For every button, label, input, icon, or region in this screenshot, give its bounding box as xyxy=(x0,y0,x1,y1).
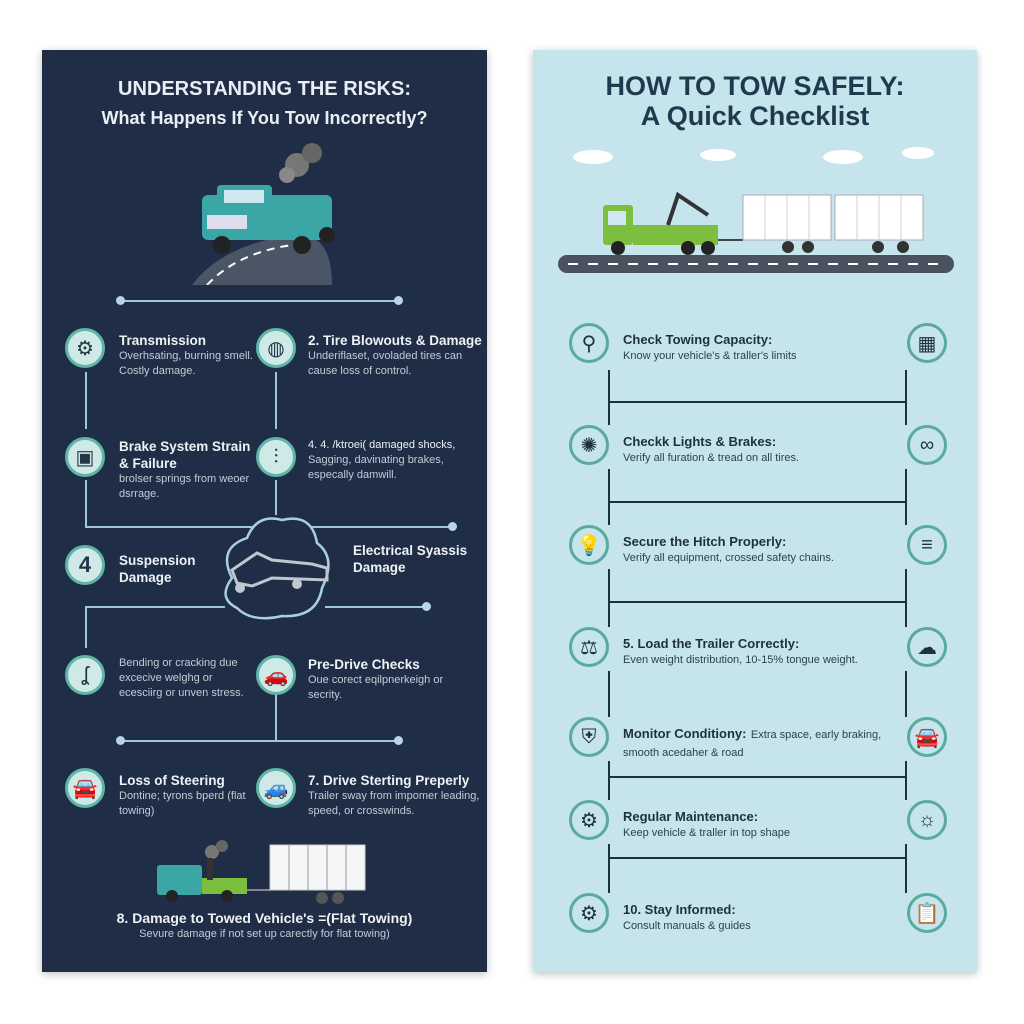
gear-wrench-icon: ⚙ xyxy=(569,800,609,840)
item-title: 7. Drive Sterting Preperly xyxy=(308,773,470,788)
checklist-item-title: 5. Load the Trailer Correctly: xyxy=(623,636,800,651)
shock-absorber-icon: ⫶ xyxy=(256,437,296,477)
car-front-icon: 🚘 xyxy=(907,717,947,757)
checklist-item-desc: Keep vehicle & traller in top shape xyxy=(623,827,790,839)
gear-icon: ⚙ xyxy=(569,893,609,933)
checklist-item-title: Regular Maintenance: xyxy=(623,809,759,824)
checklist-item-title: Monitor Conditiony: xyxy=(623,726,747,741)
connector-line xyxy=(85,372,87,429)
item-title: 2. Tire Blowouts & Damage xyxy=(308,333,482,348)
connector-line xyxy=(275,480,277,515)
connector-line xyxy=(275,690,277,740)
clipboard-icon: 📋 xyxy=(907,893,947,933)
car-icon: 🚘 xyxy=(65,768,105,808)
chassis-cloud-illustration xyxy=(224,517,330,620)
connector-dot xyxy=(448,522,457,531)
checklist-row: ⚖ 5. Load the Trailer Correctly: Even we… xyxy=(533,627,977,671)
gear-icon: ⚙ xyxy=(65,328,105,368)
ladder-rung xyxy=(608,601,907,603)
connector-line xyxy=(85,606,225,608)
checklist-item-title: 10. Stay Informed: xyxy=(623,902,736,917)
sun-icon: ☼ xyxy=(907,800,947,840)
checklist-row: ⚙ 10. Stay Informed: Consult manuals & g… xyxy=(533,893,977,937)
connector-dot xyxy=(116,296,125,305)
tire-icon: ◍ xyxy=(256,328,296,368)
ladder-rung xyxy=(608,401,907,403)
wheel-icon: ✺ xyxy=(569,425,609,465)
connector-dot xyxy=(116,736,125,745)
checklist-item-desc: Know your vehicle's & traller's limits xyxy=(623,350,797,362)
item-title: Suspension Damage xyxy=(119,553,196,585)
item-title: Transmission xyxy=(119,333,207,348)
checklist-item-desc: Even weight distribution, 10-15% tongue … xyxy=(623,654,858,666)
checklist-subtitle: A Quick Checklist xyxy=(640,101,870,131)
item-title: 4. 4. /ktroei( damaged shocks, xyxy=(308,439,456,451)
connector-dot xyxy=(394,296,403,305)
checklist-item-desc: Verify all equipment, crossed safety cha… xyxy=(623,552,834,564)
lightbulb-icon: 💡 xyxy=(569,525,609,565)
connector-dot xyxy=(422,602,431,611)
connector-line xyxy=(275,372,277,429)
chain-icon: ∞ xyxy=(907,425,947,465)
checklist-item-title: Checkk Lights & Brakes: xyxy=(623,434,777,449)
item-desc: Bending or cracking due excecive welghg … xyxy=(119,657,244,699)
building-icon: ▦ xyxy=(907,323,947,363)
checklist-title: HOW TO TOW SAFELY: xyxy=(605,71,905,101)
footer-title: 8. Damage to Towed Vehicle's =(Flat Towi… xyxy=(116,910,413,926)
checklist-row: ⚙ Regular Maintenance: Keep vehicle & tr… xyxy=(533,800,977,844)
ladder-rung xyxy=(608,776,907,778)
risks-panel: UNDERSTANDING THE RISKS: What Happens If… xyxy=(42,50,487,972)
car-trailer-icon: 🚙 xyxy=(256,768,296,808)
checklist-item-desc: Consult manuals & guides xyxy=(623,920,751,932)
connector-dot xyxy=(394,736,403,745)
item-title: Loss of Steering xyxy=(119,773,225,788)
footer-desc: Sevure damage if not set up carectly for… xyxy=(139,928,390,940)
risks-subtitle: What Happens If You Tow Incorrectly? xyxy=(101,108,428,128)
checklist-item-title: Secure the Hitch Properly: xyxy=(623,534,787,549)
shield-icon: ⛨ xyxy=(569,717,609,757)
checklist-panel: HOW TO TOW SAFELY: A Quick Checklist ⚲ C… xyxy=(533,50,977,972)
connector-line xyxy=(85,480,87,527)
cloud-icon: ☁ xyxy=(907,627,947,667)
connector-line xyxy=(120,740,398,742)
item-desc: Oue corect eqilpnerkeigh or secrity. xyxy=(308,674,444,701)
hitch-icon: ≡ xyxy=(907,525,947,565)
checklist-row: ✺ Checkk Lights & Brakes: Verify all fur… xyxy=(533,425,977,469)
item-desc: Underiflaset, ovoladed tires can cause l… xyxy=(308,350,463,377)
item-desc: Dontine; tyrons bperd (flat towing) xyxy=(119,790,246,817)
item-title: Pre-Drive Checks xyxy=(308,657,420,672)
checklist-item-title: Check Towing Capacity: xyxy=(623,332,773,347)
brake-icon: ▣ xyxy=(65,437,105,477)
key-icon: ⚲ xyxy=(569,323,609,363)
checklist-row: ⚲ Check Towing Capacity: Know your vehic… xyxy=(533,323,977,367)
ladder-rung xyxy=(608,501,907,503)
item-desc: brolser springs from weoer dsrrage. xyxy=(119,473,250,500)
item-desc: Sagging, davinating brakes, especally da… xyxy=(308,454,444,481)
car-icon: 🚗 xyxy=(256,655,296,695)
connector-line xyxy=(325,606,427,608)
item-title: Electrical Syassis Damage xyxy=(353,543,468,575)
tow-truck-trailer-illustration xyxy=(157,840,366,904)
item-title: Brake System Strain & Failure xyxy=(119,439,251,471)
checklist-item-desc: Extra space, early braking, smooth aceda… xyxy=(623,729,882,759)
risks-title: UNDERSTANDING THE RISKS: xyxy=(118,78,411,100)
checklist-row: ⛨ Monitor Conditiony: Extra space, early… xyxy=(533,717,977,761)
checklist-row: 💡 Secure the Hitch Properly: Verify all … xyxy=(533,525,977,569)
hook-icon: ʆ xyxy=(65,655,105,695)
item-desc: Trailer sway from impomer leading, speed… xyxy=(308,790,480,817)
connector-line xyxy=(120,300,398,302)
weight-icon: ⚖ xyxy=(569,627,609,667)
checklist-item-desc: Verify all furation & tread on all tires… xyxy=(623,452,800,464)
connector-line xyxy=(85,606,87,648)
pickup-truck-illustration xyxy=(192,143,335,285)
ladder-rung xyxy=(608,857,907,859)
tow-truck-trailers-illustration xyxy=(558,147,954,273)
item-desc: Overhsating, burning smell. Costly damag… xyxy=(119,350,253,377)
number-four-icon: 4 xyxy=(65,545,105,585)
